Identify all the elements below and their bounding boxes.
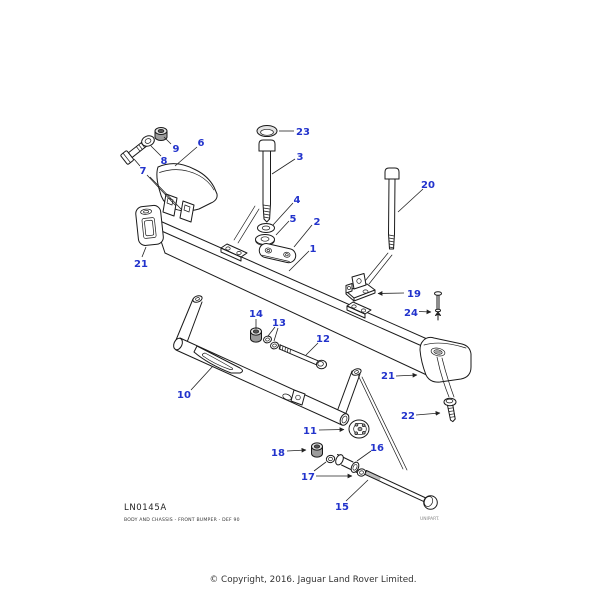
grommet-11-drawing (348, 419, 370, 439)
callout-24[interactable]: 24 (404, 308, 418, 319)
bracket-19-drawing (345, 273, 376, 302)
brand-mark: UNIPART. (420, 516, 439, 522)
clamp-plate-2-drawing (258, 243, 297, 264)
callout-1[interactable]: 1 (310, 244, 317, 255)
tube-assembly-drawing (173, 295, 362, 426)
callout-4[interactable]: 4 (294, 195, 301, 206)
callout-13[interactable]: 13 (272, 318, 286, 329)
callout-8[interactable]: 8 (161, 156, 168, 167)
arm-fixing-guide-lines (357, 374, 408, 471)
end-cap-right-drawing (419, 336, 472, 398)
nut-9-drawing (154, 127, 168, 141)
bolt-20-guide-lines (364, 252, 393, 285)
cap-23-drawing (256, 125, 278, 137)
washer-4-drawing (257, 223, 275, 233)
drawing-caption: BODY AND CHASSIS - FRONT BUMPER - DEF 90 (124, 517, 240, 523)
callout-20[interactable]: 20 (421, 180, 435, 191)
washer-8-drawing (141, 135, 155, 147)
bush-14-drawing (250, 327, 262, 343)
callout-17[interactable]: 17 (301, 472, 315, 483)
bolt-12-drawing (278, 344, 327, 370)
drawing-number: LN0145A (124, 503, 167, 513)
callouts: 23 3 20 9 8 7 6 4 5 2 1 21 19 24 14 13 1… (134, 127, 435, 513)
copyright-notice: © Copyright, 2016. Jaguar Land Rover Lim… (209, 575, 416, 585)
bolt-3-drawing (258, 139, 276, 223)
callout-19[interactable]: 19 (407, 289, 421, 300)
callout-11[interactable]: 11 (303, 426, 317, 437)
callout-6[interactable]: 6 (198, 138, 205, 149)
leader-lines (133, 130, 441, 502)
spacer-16-drawing (335, 454, 360, 473)
bar-right-clamp-drawing (346, 301, 372, 319)
callout-18[interactable]: 18 (271, 448, 285, 459)
callout-7[interactable]: 7 (140, 166, 147, 177)
callout-23[interactable]: 23 (296, 127, 310, 138)
bumper-buffer-drawing (156, 163, 218, 223)
callout-10[interactable]: 10 (177, 390, 191, 401)
callout-22[interactable]: 22 (401, 411, 415, 422)
end-cap-left-drawing (135, 204, 164, 246)
callout-21-left[interactable]: 21 (134, 259, 148, 270)
bolt-15-drawing (364, 470, 438, 510)
callout-14[interactable]: 14 (249, 309, 263, 320)
bush-18-drawing (311, 442, 323, 458)
callout-2[interactable]: 2 (314, 217, 321, 228)
callout-15[interactable]: 15 (335, 502, 349, 513)
callout-21-right[interactable]: 21 (381, 371, 395, 382)
bar-centre-clamp-drawing (220, 243, 248, 262)
washer-13a-drawing (263, 335, 272, 344)
washer-13b-drawing (270, 341, 279, 350)
callout-5[interactable]: 5 (290, 214, 297, 225)
callout-12[interactable]: 12 (316, 334, 330, 345)
callout-16[interactable]: 16 (370, 443, 384, 454)
washer-17a-drawing (325, 454, 336, 464)
push-pin-24-drawing (434, 291, 442, 321)
bolt-3-guide-lines (233, 205, 260, 244)
callout-9[interactable]: 9 (173, 144, 180, 155)
bolt-20-drawing (384, 167, 400, 250)
callout-3[interactable]: 3 (297, 152, 304, 163)
bolt-22-drawing (443, 397, 457, 423)
